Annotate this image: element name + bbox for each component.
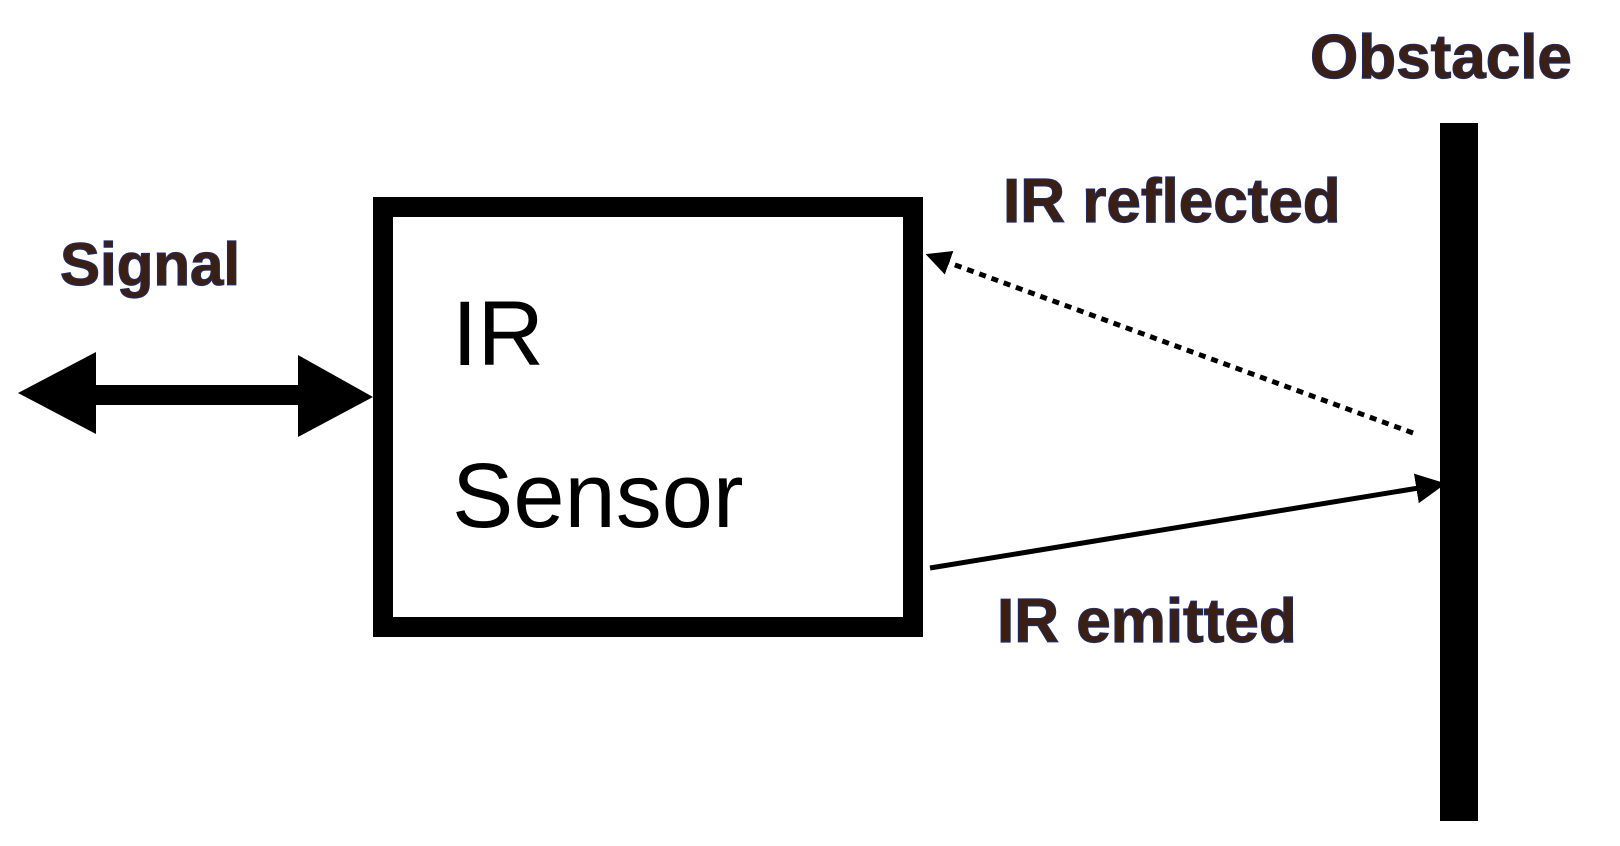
ir-emitted-label: IR emitted — [997, 587, 1297, 656]
obstacle-bar — [1440, 123, 1478, 821]
ir-emitted-arrow — [929, 473, 1446, 571]
ir-sensor-label-line2: Sensor — [452, 445, 744, 547]
signal-arrow-right-head — [298, 355, 373, 437]
ir-reflected-arrow — [925, 251, 1414, 436]
signal-arrow — [18, 352, 373, 437]
signal-arrow-left-head — [18, 352, 96, 434]
signal-label: Signal — [60, 231, 240, 298]
obstacle-label: Obstacle — [1310, 23, 1572, 92]
ir-sensor-box — [373, 197, 923, 637]
ir-sensor-label-line1: IR — [452, 283, 544, 385]
ir-reflected-label: IR reflected — [1003, 167, 1341, 236]
